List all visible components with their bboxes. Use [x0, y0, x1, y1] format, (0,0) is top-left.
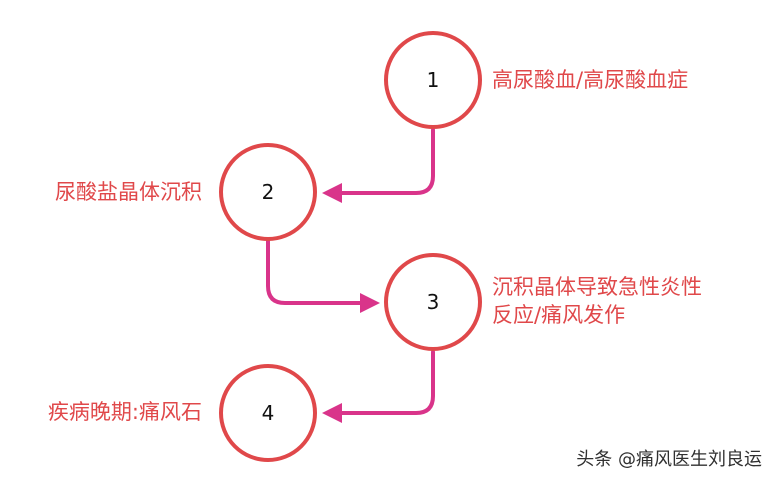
- edge-1-to-2: [338, 128, 435, 195]
- node-4-number: 4: [262, 401, 275, 425]
- node-1-description-line: 高尿酸血/高尿酸血症: [492, 68, 689, 92]
- node-3-description: 沉积晶体导致急性炎性 反应/痛风发作: [492, 273, 702, 329]
- arrowhead-3-to-4: [322, 403, 342, 423]
- node-1-number: 1: [427, 68, 440, 92]
- node-3-circle: [384, 253, 482, 351]
- node-4-description-line: 疾病晚期:痛风石: [47, 400, 202, 424]
- edge-2-to-3: [266, 238, 364, 305]
- node-2-description-line: 尿酸盐晶体沉积: [55, 180, 202, 204]
- edge-3-to-4: [338, 350, 435, 415]
- node-2-circle: [219, 143, 317, 241]
- arrowhead-1-to-2: [322, 183, 342, 203]
- node-4-circle: [219, 364, 317, 462]
- node-3-description-line-1: 沉积晶体导致急性炎性: [492, 275, 702, 299]
- watermark: 头条 @痛风医生刘良运: [576, 449, 762, 470]
- node-4-description: 疾病晚期:痛风石: [48, 398, 202, 426]
- node-3: 3: [384, 253, 482, 351]
- node-2-description: 尿酸盐晶体沉积: [55, 178, 202, 206]
- node-1: 1: [384, 31, 482, 129]
- node-1-circle: [384, 31, 482, 129]
- node-4: 4: [219, 364, 317, 462]
- node-2: 2: [219, 143, 317, 241]
- node-1-description: 高尿酸血/高尿酸血症: [492, 66, 688, 94]
- node-3-number: 3: [427, 290, 440, 314]
- node-3-description-line-2: 反应/痛风发作: [492, 303, 626, 327]
- node-2-number: 2: [262, 180, 275, 204]
- arrowhead-2-to-3: [360, 293, 380, 313]
